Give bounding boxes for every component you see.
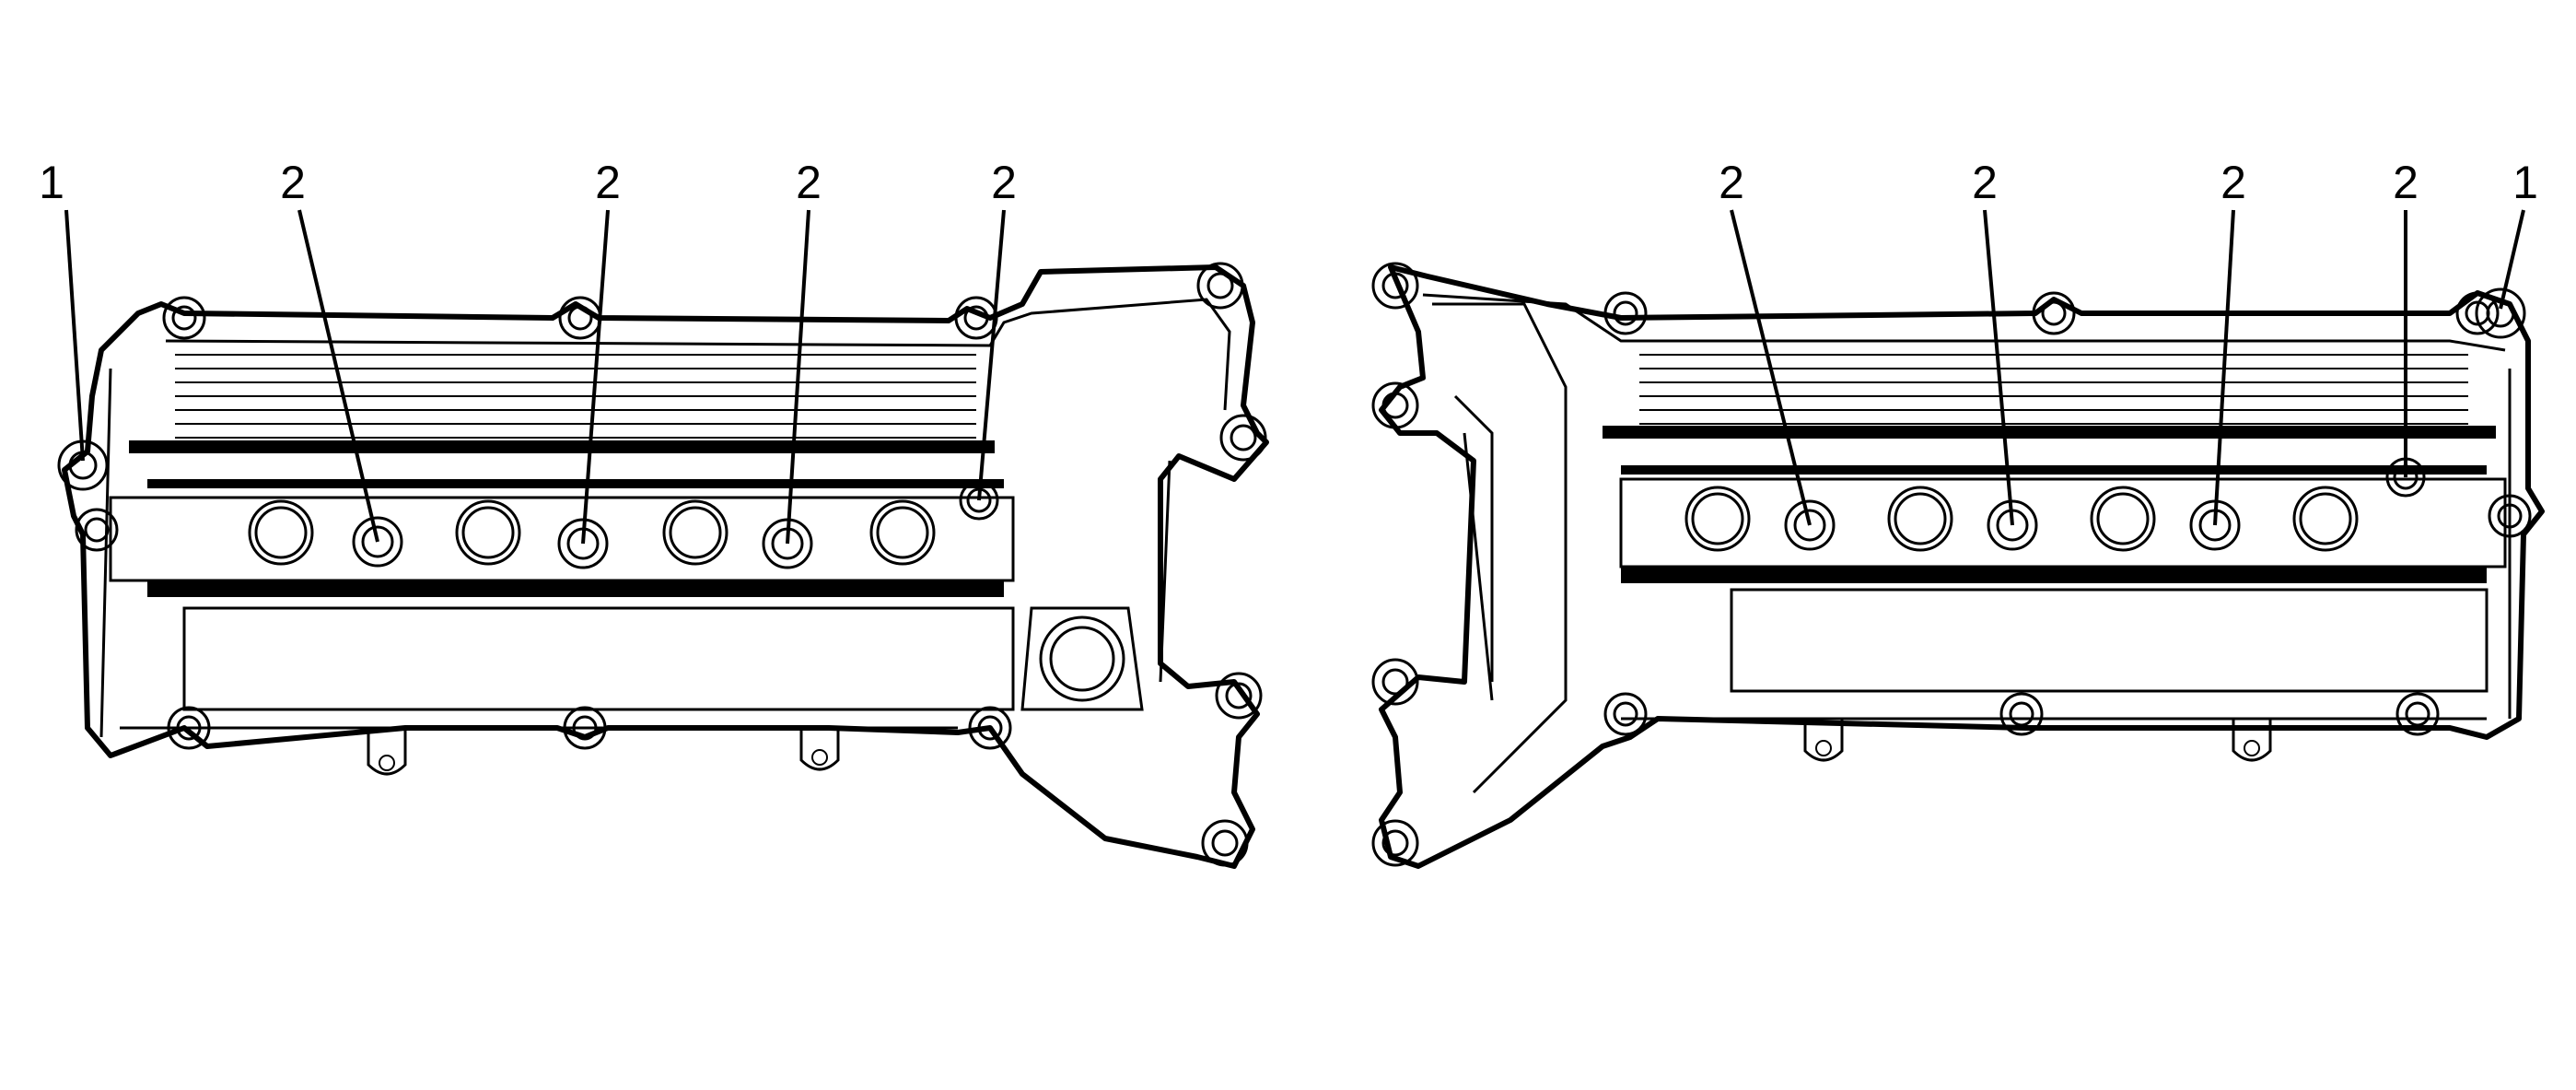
right-valve-cover — [1371, 262, 2545, 869]
callout-label: 2 — [280, 157, 306, 208]
callout-leaders — [64, 209, 2525, 545]
right-cover-rim — [1422, 293, 2512, 721]
callout-label: 1 — [2512, 157, 2538, 208]
callout-label: 2 — [595, 157, 621, 208]
callout-label: 2 — [1719, 157, 1744, 208]
right-cover-ribs — [1603, 354, 2496, 475]
callout-label: 2 — [796, 157, 822, 208]
left-cover-rim — [99, 298, 1231, 738]
left-cover-bolt-bosses — [57, 262, 1267, 867]
left-valve-cover — [57, 262, 1269, 869]
callout-labels: 1 2 2 2 2 2 2 2 2 1 — [39, 157, 2538, 208]
left-cover-holes — [248, 480, 999, 569]
callout-label: 2 — [2393, 157, 2419, 208]
left-cover-outline — [62, 264, 1269, 869]
callout-label: 2 — [991, 157, 1017, 208]
left-cover-ribs — [129, 354, 1004, 488]
right-cover-bolt-bosses — [1371, 262, 2532, 867]
callout-label: 2 — [1972, 157, 1998, 208]
callout-label: 1 — [39, 157, 64, 208]
callout-label: 2 — [2220, 157, 2246, 208]
